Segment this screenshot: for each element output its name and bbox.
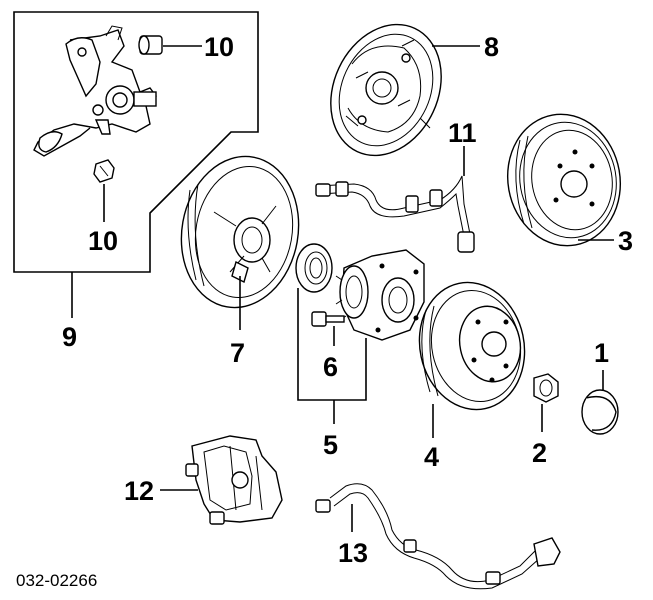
diagram-code: 032-02266 (16, 571, 97, 590)
hub-bolt-icon (311, 311, 345, 327)
callout-8: 8 (484, 32, 499, 62)
caliper-icon (185, 435, 283, 525)
spindle-nut-icon (533, 373, 559, 403)
callout-4: 4 (424, 442, 439, 472)
callout-3: 3 (618, 226, 633, 256)
hub-cap-icon (581, 389, 619, 435)
knuckle-group-frame (13, 11, 259, 273)
callout-5: 5 (323, 430, 338, 460)
callout-12: 12 (124, 476, 154, 506)
callout-13: 13 (338, 538, 368, 568)
wheel-speed-sensor-icon (315, 483, 561, 590)
backing-plate-icon (330, 23, 442, 157)
callout-9: 9 (62, 322, 77, 352)
brake-disc-icon (418, 281, 526, 411)
splash-shield-icon (180, 155, 300, 309)
oil-seal-icon (295, 243, 333, 293)
callout-11: 11 (448, 118, 477, 148)
callout-10-bottom: 10 (88, 226, 118, 256)
hub-bearing-icon (335, 249, 425, 341)
brake-hose-icon (315, 175, 475, 253)
brake-drum-icon (506, 113, 622, 247)
callout-1: 1 (594, 338, 609, 368)
hub-group-bracket (297, 288, 367, 401)
callout-7: 7 (230, 338, 245, 368)
rear-knuckle-icon (33, 25, 157, 157)
callout-6: 6 (323, 352, 338, 382)
bushing-icon (138, 35, 163, 55)
callout-2: 2 (532, 438, 547, 468)
nut-icon (93, 159, 115, 183)
callout-10-top: 10 (204, 32, 234, 62)
